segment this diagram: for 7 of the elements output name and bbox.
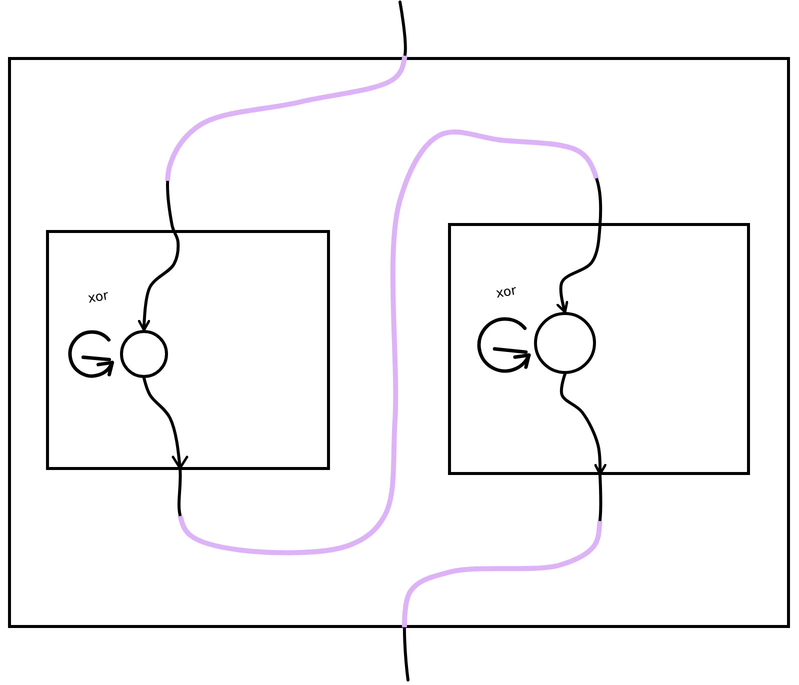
operator-label: xor — [87, 289, 110, 306]
frame-box — [8, 57, 790, 628]
frame-box — [46, 230, 330, 470]
state-circle — [120, 330, 168, 378]
state-circle — [534, 312, 596, 374]
operator-label: xor — [495, 284, 518, 301]
frame-box — [448, 223, 750, 475]
